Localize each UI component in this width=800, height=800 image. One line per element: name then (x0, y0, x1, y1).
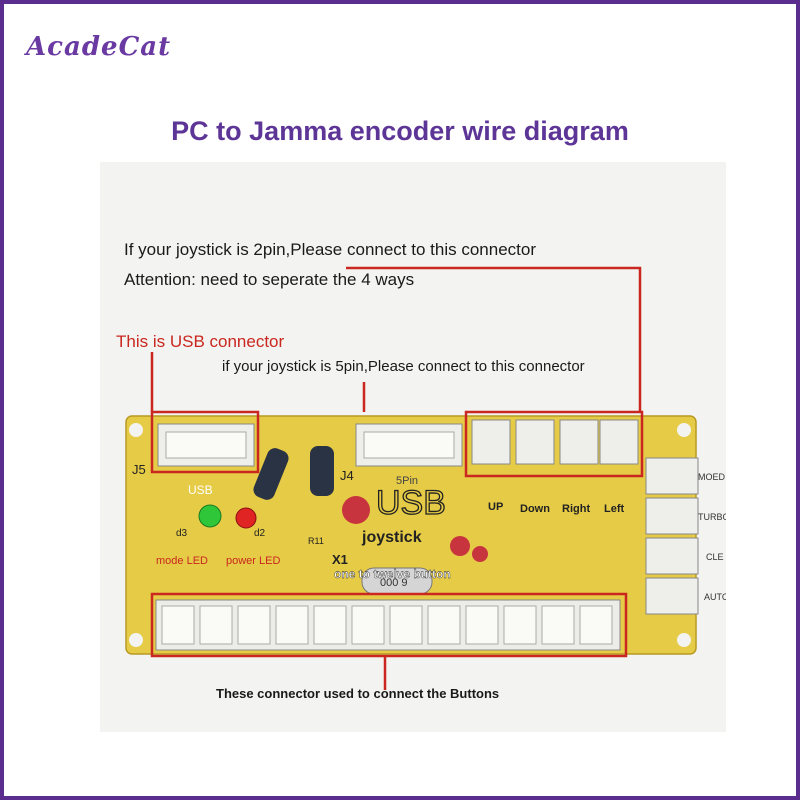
capacitor-red (342, 496, 370, 524)
label-j4: J4 (340, 468, 354, 483)
caption-five-pin: if your joystick is 5pin,Please connect … (222, 358, 585, 375)
side-auto: AUTO (704, 592, 726, 602)
power-led-red (235, 507, 257, 529)
callout-lines (150, 266, 644, 690)
board-diagram: J5 J4 5Pin UP Down Right Left (125, 266, 730, 690)
caption-usb-connector: This is USB connector (116, 332, 285, 351)
mount-hole (677, 633, 691, 647)
one-to-twelve-label: one to twelve button (334, 567, 451, 581)
caption-two-pin-line2: Attention: need to seperate the 4 ways (124, 270, 415, 289)
capacitor-red (450, 536, 470, 556)
brand-logo: AcadeCat (26, 32, 172, 62)
dir-up: UP (488, 501, 503, 513)
five-pin-connector-slot (363, 431, 455, 459)
label-d2: d2 (254, 528, 266, 539)
big-usb: USB (376, 484, 446, 522)
usb-connector-slot (165, 431, 247, 459)
mount-hole (677, 423, 691, 437)
button-connectors (155, 599, 621, 651)
crystal-label: 000 9 (380, 577, 408, 589)
label-usb-led: USB (188, 483, 213, 497)
usb-led-green (198, 504, 222, 528)
label-j5: J5 (132, 462, 146, 477)
label-r11: R11 (308, 536, 324, 546)
side-connectors (645, 457, 699, 615)
capacitor (253, 448, 289, 500)
side-clear: CLE (706, 552, 724, 562)
capacitor (310, 446, 334, 496)
label-5pin: 5Pin (396, 475, 418, 487)
mount-hole (129, 633, 143, 647)
label-x1: X1 (332, 552, 348, 567)
dir-left: Left (604, 503, 625, 515)
joystick-label: joystick (361, 529, 422, 546)
caption-buttons: These connector used to connect the Butt… (216, 686, 500, 701)
capacitor-red (472, 546, 488, 562)
side-turbo: TURBO (698, 512, 726, 522)
dir-right: Right (562, 503, 590, 515)
label-d3: d3 (176, 528, 188, 539)
label-mode-led: mode LED (156, 555, 208, 567)
side-mode: MOED (698, 472, 726, 482)
mount-hole (129, 423, 143, 437)
two-pin-connectors (471, 419, 639, 465)
label-power-led: power LED (226, 555, 280, 567)
dir-down: Down (520, 503, 550, 515)
board-photo: J5 J4 5Pin UP Down Right Left (100, 162, 730, 732)
caption-two-pin-line1: If your joystick is 2pin,Please connect … (124, 240, 536, 259)
page-title: PC to Jamma encoder wire diagram (171, 116, 629, 146)
